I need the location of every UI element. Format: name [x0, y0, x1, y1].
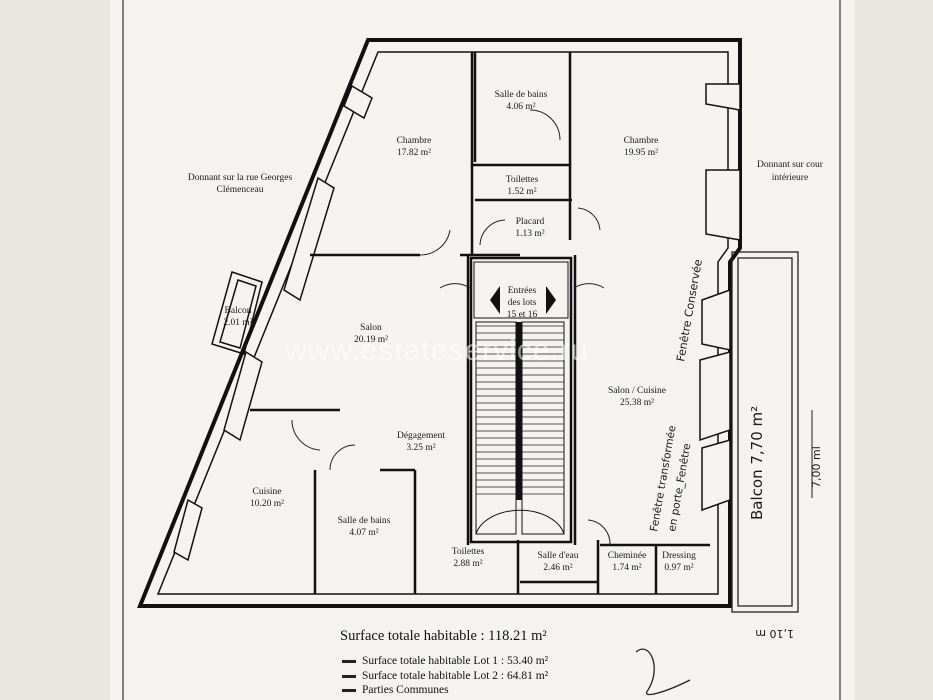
room-name-sdb-2: Salle de bains	[338, 516, 391, 526]
room-name-dressing: Dressing	[662, 551, 696, 561]
entrance-doors	[439, 283, 605, 289]
street-note-1: Donnant sur la rue Georges	[188, 173, 293, 183]
room-name-sdb-1: Salle de bains	[495, 90, 548, 100]
lot2-marker-icon	[342, 674, 356, 678]
summary-total: Surface totale habitable : 118.21 m²	[340, 628, 547, 644]
room-name-chambre-1: Chambre	[397, 136, 432, 146]
facade-windows	[173, 84, 373, 562]
room-area-salle-eau: 2.46 m²	[543, 563, 572, 573]
room-area-sdb-2: 4.07 m²	[349, 528, 378, 538]
room-area-balcon: 2.01 m²	[223, 318, 252, 328]
street-note-2: Clémenceau	[217, 185, 264, 195]
room-area-degagement: 3.25 m²	[406, 443, 435, 453]
court-windows	[699, 83, 741, 512]
room-name-salon-cuisine: Salon / Cuisine	[608, 386, 666, 396]
door-swings	[291, 109, 611, 546]
entrance-label-3: 15 et 16	[507, 310, 538, 320]
outer-wall	[137, 38, 742, 608]
hand-balcon-label: Balcon 7,70 m²	[748, 406, 766, 520]
room-area-toilettes-2: 2.88 m²	[453, 559, 482, 569]
signature-scribble	[635, 648, 691, 696]
room-name-cheminee: Cheminée	[608, 551, 647, 561]
summary-lot2-row: Surface totale habitable Lot 2 : 64.81 m…	[342, 670, 548, 682]
hand-balcon-length: 7,00 ml	[810, 446, 823, 488]
interior-walls	[250, 52, 710, 594]
lot1-marker-icon	[342, 659, 356, 663]
room-area-salon: 20.19 m²	[354, 335, 388, 345]
room-area-placard: 1.13 m²	[515, 229, 544, 239]
room-name-salle-eau: Salle d'eau	[537, 551, 578, 561]
room-area-sdb-1: 4.06 m²	[506, 102, 535, 112]
room-name-balcon: Balcon	[225, 306, 252, 316]
room-area-dressing: 0.97 m²	[664, 563, 693, 573]
room-area-toilettes-1: 1.52 m²	[507, 187, 536, 197]
small-balcony	[211, 271, 263, 355]
room-area-chambre-1: 17.82 m²	[397, 148, 431, 158]
room-area-cheminee: 1.74 m²	[612, 563, 641, 573]
room-area-cuisine: 10.20 m²	[250, 499, 284, 509]
room-name-placard: Placard	[516, 217, 545, 227]
court-note-2: intérieure	[772, 173, 808, 183]
room-name-chambre-2: Chambre	[624, 136, 659, 146]
entrance-label-2: des lots	[508, 298, 537, 308]
summary-lot2: Surface totale habitable Lot 2 : 64.81 m…	[362, 670, 549, 682]
room-name-toilettes-2: Toilettes	[452, 547, 485, 557]
hand-balcon-width: 1,10 m	[755, 627, 794, 640]
summary-communes: Parties Communes	[362, 684, 449, 696]
summary-lot1: Surface totale habitable Lot 1 : 53.40 m…	[362, 655, 549, 667]
room-labels: Chambre 17.82 m² Salle de bains 4.06 m² …	[188, 90, 824, 573]
big-balcony	[731, 251, 799, 613]
room-name-salon: Salon	[360, 323, 382, 333]
room-name-degagement: Dégagement	[397, 431, 445, 441]
stair-steps	[476, 325, 564, 495]
court-note-1: Donnant sur cour	[757, 160, 824, 170]
room-name-cuisine: Cuisine	[252, 487, 281, 497]
arrow-left-icon	[490, 286, 500, 314]
stair-core	[469, 256, 573, 544]
room-area-chambre-2: 19.95 m²	[624, 148, 658, 158]
entrance-label-1: Entrées	[508, 286, 537, 296]
room-name-toilettes-1: Toilettes	[506, 175, 539, 185]
arrow-right-icon	[546, 286, 556, 314]
room-area-salon-cuisine: 25.38 m²	[620, 398, 654, 408]
communes-marker-icon	[342, 688, 356, 692]
watermark: www.estateservice.ru	[285, 334, 589, 367]
summary-communes-row: Parties Communes	[342, 684, 449, 696]
summary-lot1-row: Surface totale habitable Lot 1 : 53.40 m…	[342, 655, 548, 667]
